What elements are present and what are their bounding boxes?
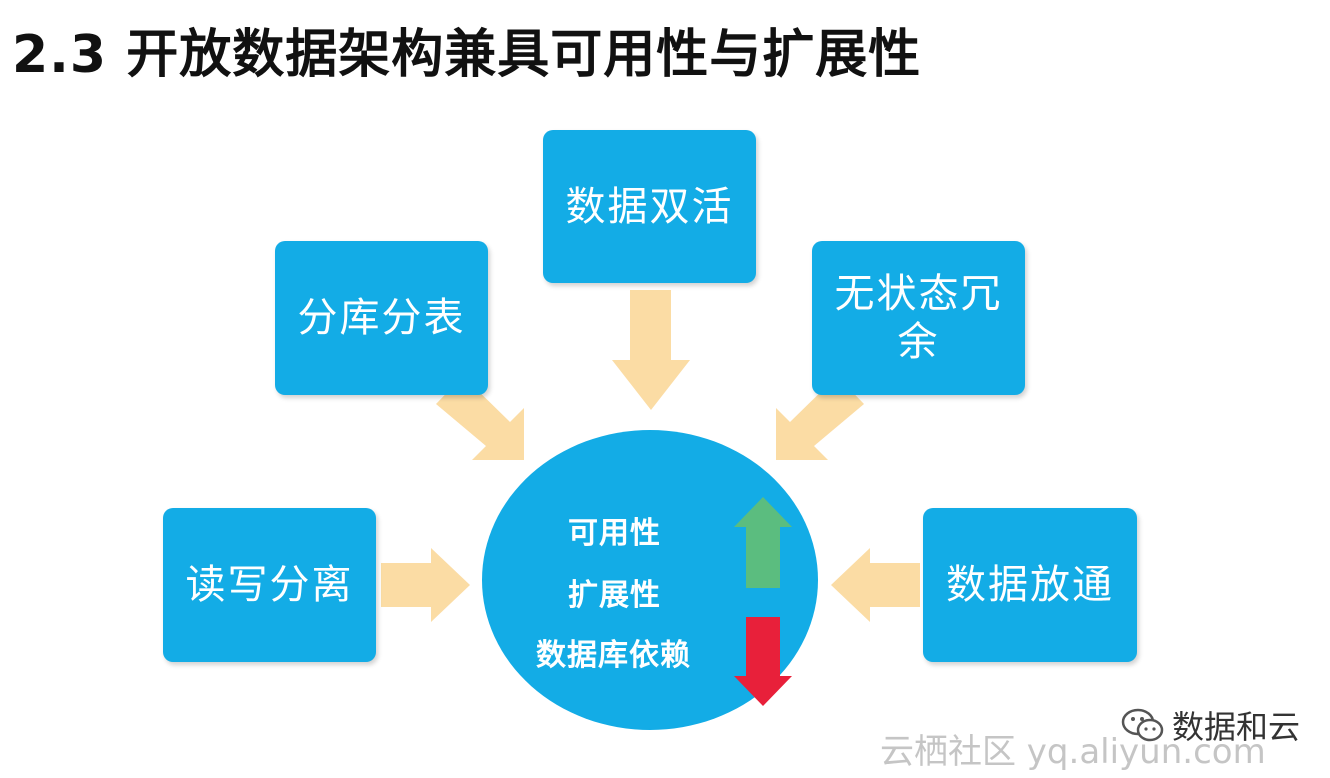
up-arrow-icon — [734, 497, 792, 588]
arrow-lower-right-icon — [831, 548, 920, 622]
site-watermark: 云栖社区 yq.aliyun.com — [880, 732, 1266, 772]
center-label-db-dependency: 数据库依赖 — [536, 638, 691, 673]
node-read-write-split: 读写分离 — [163, 508, 376, 662]
down-arrow-icon — [734, 617, 792, 706]
wechat-brand: 数据和云 — [1120, 702, 1300, 748]
arrow-lower-left-icon — [381, 548, 470, 622]
arrow-upper-left-icon — [436, 376, 524, 460]
page-title: 2.3 开放数据架构兼具可用性与扩展性 — [12, 25, 922, 85]
wechat-account-name: 数据和云 — [1172, 708, 1301, 746]
center-label-scalability: 扩展性 — [568, 578, 661, 613]
center-label-availability: 可用性 — [568, 516, 661, 551]
node-sharding: 分库分表 — [275, 241, 488, 395]
arrow-upper-right-icon — [776, 376, 864, 460]
wechat-icon — [1120, 706, 1166, 744]
node-stateless-redundancy: 无状态冗余 — [812, 241, 1025, 395]
node-data-active-active: 数据双活 — [543, 130, 756, 283]
arrow-top-icon — [612, 290, 690, 410]
node-data-open: 数据放通 — [923, 508, 1137, 662]
